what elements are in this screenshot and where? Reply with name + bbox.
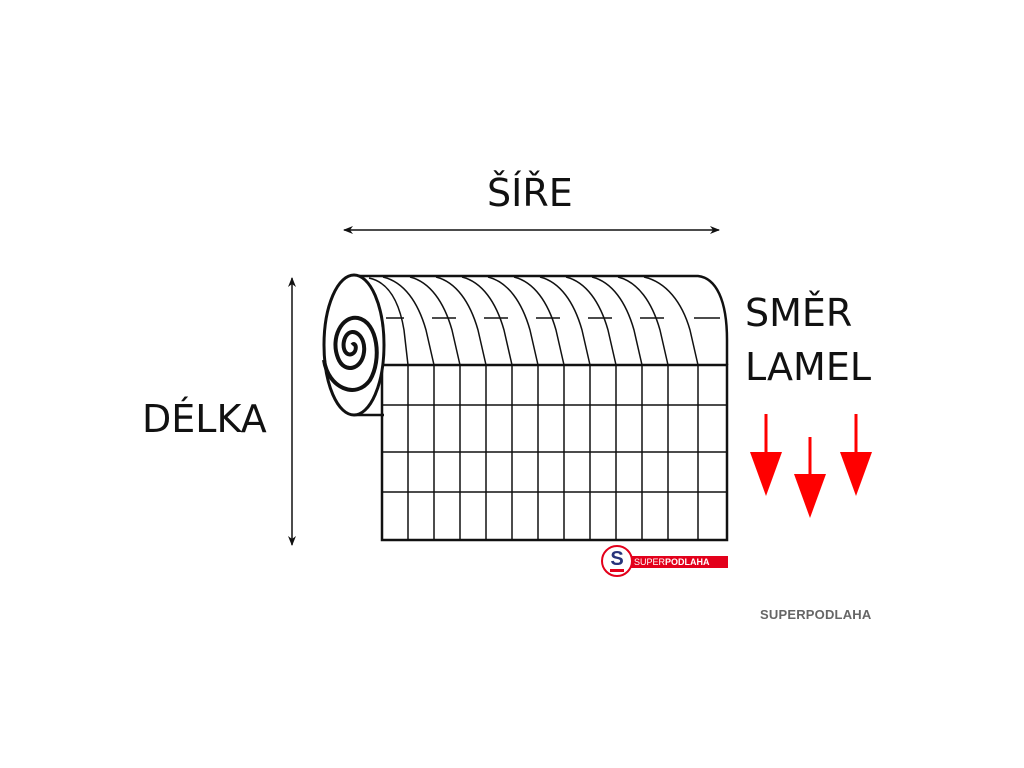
direction-label: SMĚR LAMEL [745, 286, 871, 394]
superpodlaha-logo: SUPERPODLAHA S [601, 545, 731, 579]
logo-letter: S [610, 548, 624, 570]
width-label: ŠÍŘE [487, 171, 573, 215]
roll-end-spiral [322, 273, 386, 417]
logo-text-regular: SUPER [634, 557, 666, 567]
logo-text-bold: PODLAHA [665, 557, 710, 567]
direction-arrows [750, 414, 872, 518]
logo-wordmark: SUPERPODLAHA [629, 556, 728, 568]
red-down-arrow-icon [750, 414, 782, 496]
direction-label-line1: SMĚR [745, 291, 853, 335]
logo-underline [610, 569, 624, 572]
watermark-text: SUPERPODLAHA [760, 607, 872, 622]
roll-body [380, 363, 729, 542]
roll-top [352, 274, 729, 366]
red-down-arrow-icon [840, 414, 872, 496]
length-label: DÉLKA [142, 397, 267, 441]
red-down-arrow-icon [794, 437, 826, 518]
direction-label-line2: LAMEL [745, 345, 872, 389]
